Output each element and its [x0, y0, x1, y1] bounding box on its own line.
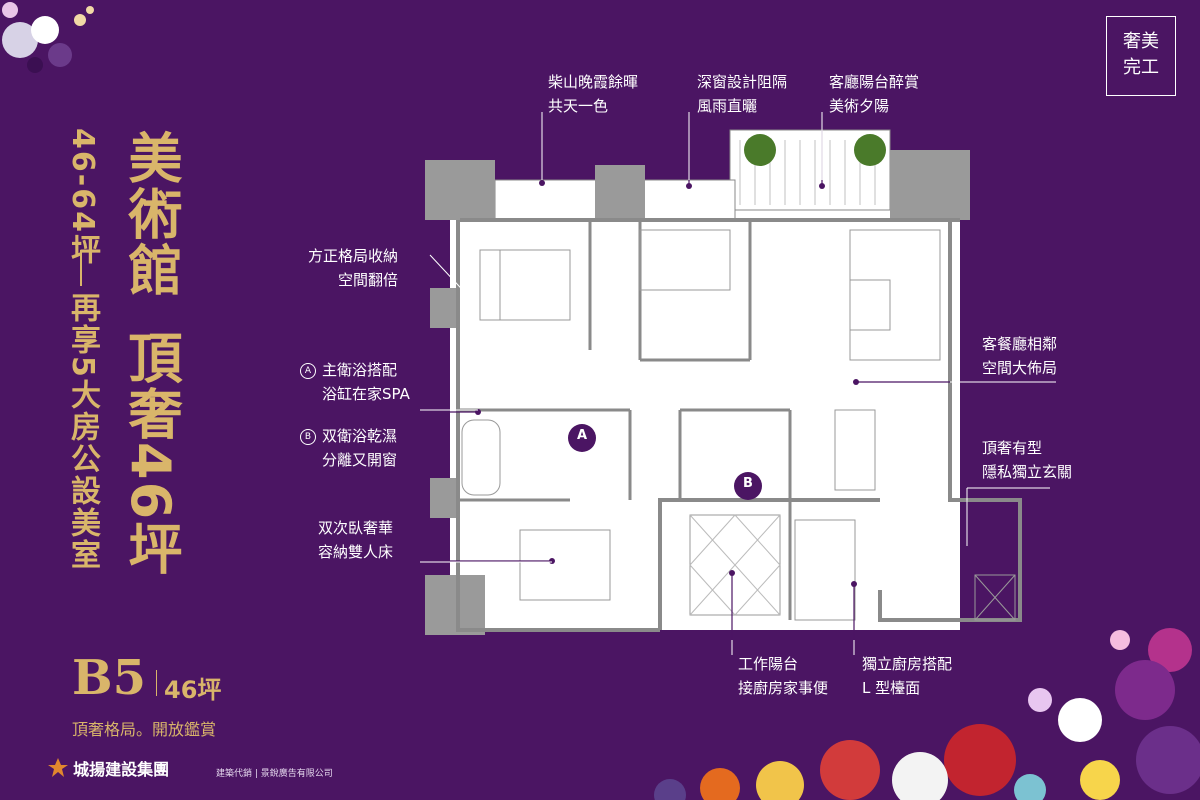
headline-size-range: 46-64坪 — [65, 128, 100, 266]
unit-size: 46坪 — [164, 676, 222, 704]
callout-sunset-view: 柴山晚霞餘暉 共天一色 — [548, 70, 638, 118]
brand-emblem-icon — [48, 758, 68, 777]
plant-icon — [744, 134, 776, 166]
callout-dual-bath: B 双衛浴乾濕 分離又開窗 — [300, 424, 397, 472]
callout-line: 空間翻倍 — [338, 271, 399, 289]
callout-line: 隱私獨立玄關 — [982, 463, 1073, 481]
callout-line: 風雨直曬 — [697, 97, 758, 115]
flower-decoration-bottom-right — [654, 628, 1200, 800]
coffee-table — [849, 279, 891, 331]
completion-badge: 奢美 完工 — [1106, 16, 1176, 96]
callout-private-entry: 頂奢有型 隱私獨立玄關 — [982, 436, 1072, 484]
bathtub — [461, 419, 501, 496]
bathroom-a-marker — [568, 424, 596, 452]
callout-line: 頂奢有型 — [982, 439, 1043, 457]
callout-living-dining: 客餐廳相鄰 空間大佈局 — [982, 332, 1057, 380]
callout-line: 客廳陽台醉賞 — [829, 73, 920, 91]
callout-deep-window: 深窗設計阻隔 風雨直曬 — [697, 70, 787, 118]
callout-line: L 型檯面 — [862, 679, 921, 697]
callout-line: 工作陽台 — [738, 655, 799, 673]
badge-b-icon: B — [300, 428, 316, 445]
plant-icon — [854, 134, 886, 166]
dining-table — [834, 409, 876, 491]
callout-service-balcony: 工作陽台 接廚房家事便 — [738, 652, 828, 700]
callout-line: 深窗設計阻隔 — [697, 73, 788, 91]
master-bed-pillow — [479, 249, 501, 321]
callout-second-bedrooms: 双次臥奢華 容納雙人床 — [318, 516, 393, 564]
callout-line: 共天一色 — [548, 97, 609, 115]
callout-master-bath: A 主衛浴搭配 浴缸在家SPA — [300, 358, 410, 406]
callout-line: 獨立廚房搭配 — [862, 655, 953, 673]
callout-living-balcony: 客廳陽台醉賞 美術夕陽 — [829, 70, 919, 118]
headline-divider — [80, 250, 82, 286]
badge-line-1: 奢美 — [1123, 31, 1159, 52]
callout-kitchen: 獨立廚房搭配 L 型檯面 — [862, 652, 952, 700]
headline-sub: 再享5大房公設美室 — [65, 292, 100, 571]
kitchen-counter — [794, 519, 856, 621]
callout-line: 方正格局收納 — [308, 247, 399, 265]
badge-line-2: 完工 — [1123, 57, 1159, 78]
plan-label-b: B — [743, 476, 753, 491]
callout-line: 接廚房家事便 — [738, 679, 829, 697]
callout-line: 客餐廳相鄰 — [982, 335, 1058, 353]
callout-line: 容納雙人床 — [318, 543, 394, 561]
entry-lift — [974, 574, 1016, 621]
plan-label-a: A — [576, 428, 588, 443]
second-bedroom-bed — [639, 229, 731, 291]
callout-line: 美術夕陽 — [829, 97, 890, 115]
callout-line: 柴山晚霞餘暉 — [548, 73, 639, 91]
footer-credits: 建築代銷 | 景銳廣告有限公司 — [216, 769, 333, 779]
headline-second: 頂奢46坪 — [119, 330, 182, 578]
callout-line: 双次臥奢華 — [318, 519, 394, 537]
callout-square-layout: 方正格局收納 空間翻倍 — [308, 244, 398, 292]
callout-line: 主衛浴搭配 — [322, 361, 398, 379]
floor-plan — [425, 120, 1022, 640]
brand-name: 城揚建設集團 — [73, 760, 170, 779]
third-bedroom-bed — [519, 529, 611, 601]
brand-logo: 城揚建設集團 — [48, 756, 169, 780]
flower-decoration-top-left — [2, 2, 94, 73]
headline-main: 美術館 — [119, 130, 182, 298]
unit-code: B5 — [72, 650, 146, 706]
callout-line: 分離又開窗 — [322, 451, 398, 469]
callout-line: 浴缸在家SPA — [322, 385, 410, 403]
callout-line: 空間大佈局 — [982, 359, 1058, 377]
callout-line: 双衛浴乾濕 — [322, 427, 398, 445]
bathroom-b-marker — [734, 472, 762, 500]
unit-tagline: 頂奢格局。開放鑑賞 — [72, 720, 217, 739]
unit-divider — [156, 670, 157, 696]
badge-a-icon: A — [300, 362, 316, 379]
